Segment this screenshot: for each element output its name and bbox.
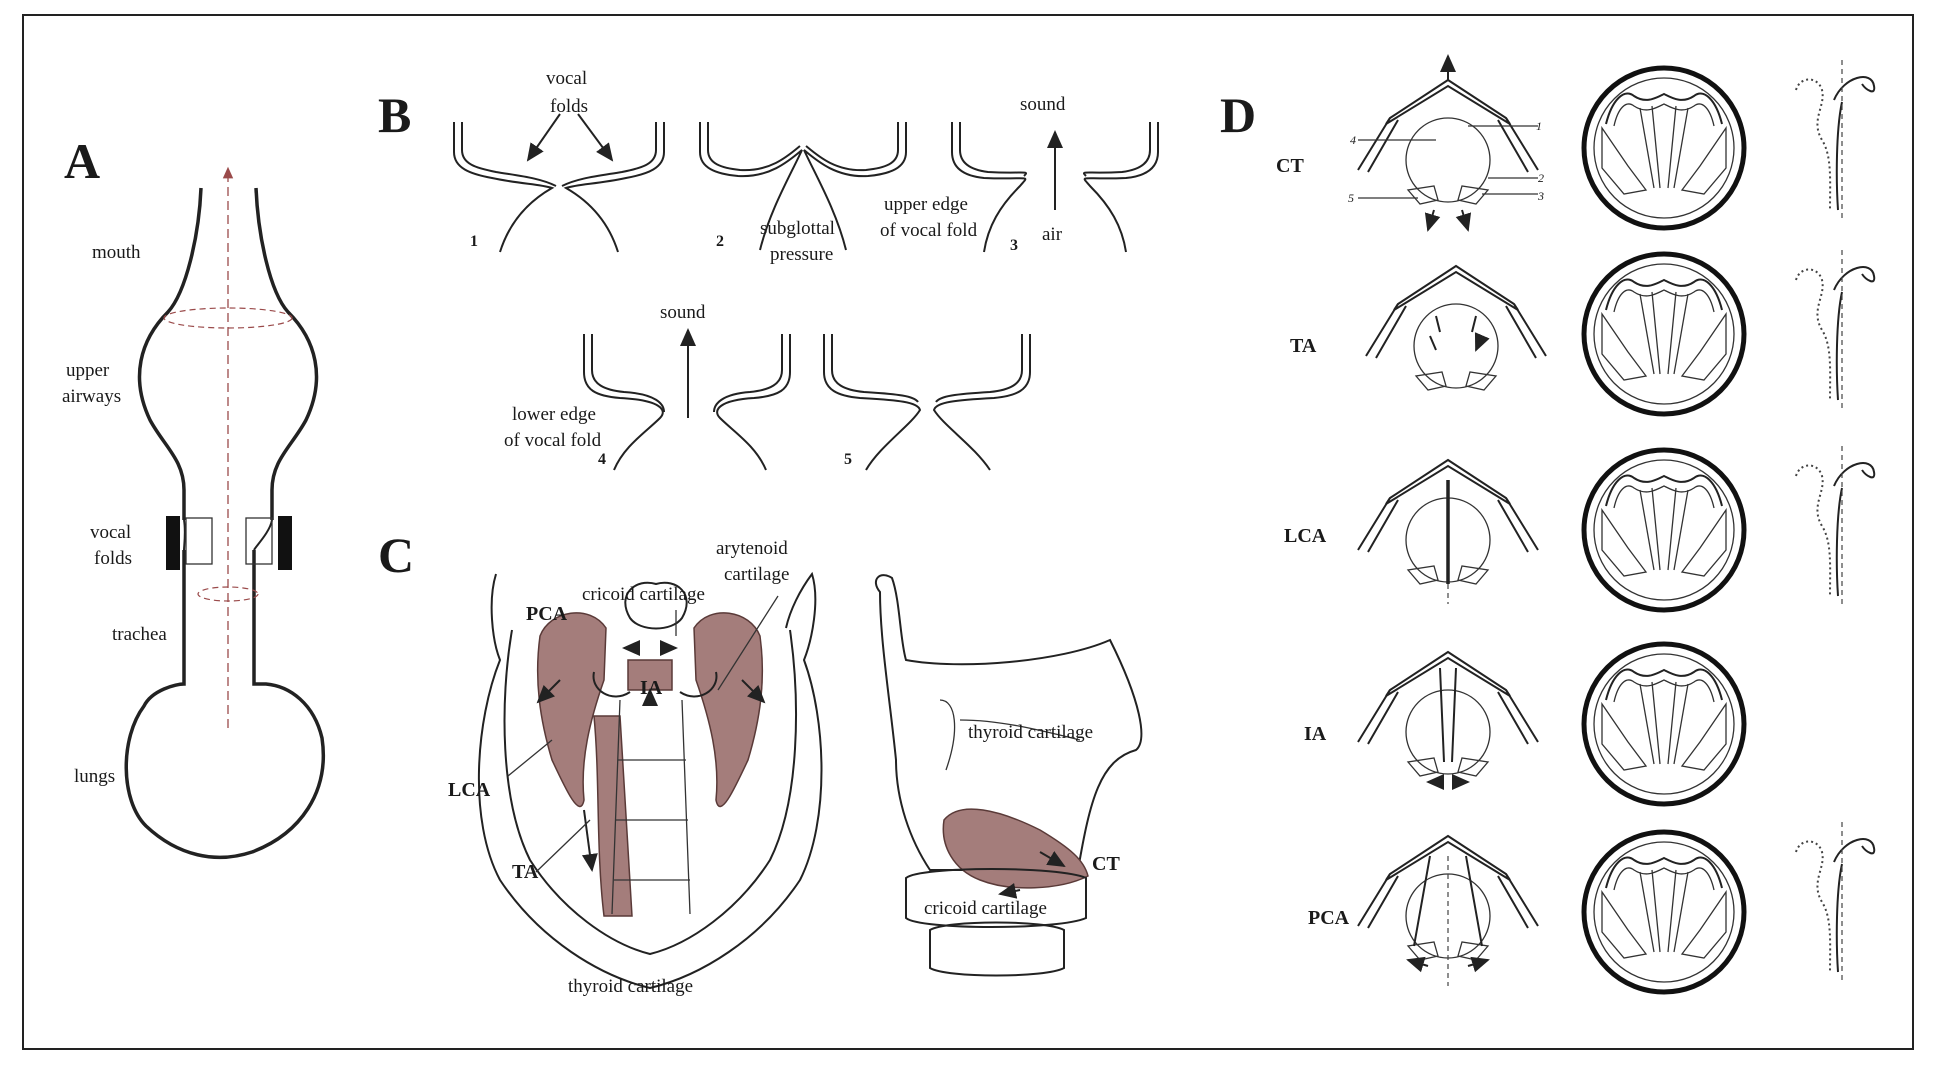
label-pca: PCA [526,603,568,625]
phase-3-diagram [951,122,1159,253]
phase-2-diagram [699,122,907,251]
panel-d-letter: D [1220,87,1256,143]
d-pca-cartilage [1357,835,1539,986]
d-label-lca: LCA [1284,525,1327,547]
d-ct-callout-1: 1 [1536,119,1542,133]
label-sound-top: sound [1020,94,1066,115]
vocal-fold-block-right [278,516,292,570]
vocal-fold-block-left [166,516,180,570]
d-ct-callout-2: 2 [1538,171,1544,185]
label-sound-bottom: sound [660,302,706,323]
panel-a: A mouth upper airways vocal folds trache… [62,133,325,860]
d-lca-glottis [1584,450,1744,610]
step-5: 5 [844,451,852,468]
d-row-ta: TA [1290,249,1876,414]
d-label-ia: IA [1304,723,1327,745]
pca-muscle [536,612,607,808]
d-ct-glottis [1584,68,1744,228]
trachea-ring-lateral [929,921,1065,977]
airway-outline-right [254,187,319,520]
d-row-pca: PCA [1308,821,1876,992]
d-ct-callout-5: 5 [1348,191,1354,205]
larynx-lateral-view [874,574,1143,977]
label-thyroid-bottom: thyroid cartilage [568,976,693,997]
larynx-posterior-view [477,571,823,990]
d-ta-cartilage [1365,265,1547,391]
label-lca: LCA [448,779,491,801]
d-row-lca: LCA [1284,445,1876,610]
d-ia-glottis [1584,644,1744,804]
d-ct-profile [1795,59,1876,221]
label-cricoid-top: cricoid cartilage [582,584,705,605]
d-ta-profile [1795,249,1876,411]
phase-5-diagram [823,334,1031,471]
vocal-fold-tissue-left [185,517,213,565]
d-pca-glottis [1584,832,1744,992]
label-lower-edge-1: lower edge [512,404,596,425]
arytenoid-cartilages [592,671,718,698]
label-cricoid-side: cricoid cartilage [924,898,1047,919]
vocal-fold-tissue-right [245,517,273,565]
glottis-narrowing [183,519,273,551]
step-4: 4 [598,451,606,468]
label-b-folds: folds [550,96,588,117]
label-upper-airways-1: upper [66,360,110,381]
label-arytenoid: arytenoid [716,538,788,559]
step-3: 3 [1010,237,1018,254]
step-1: 1 [470,233,478,250]
label-upper-edge-1: upper edge [884,194,968,215]
d-lca-profile [1795,445,1876,607]
label-pressure: pressure [770,244,833,265]
label-ia: IA [640,677,663,699]
panel-a-letter: A [64,133,100,189]
panel-b: B vocal folds 1 2 subglottal pressure [378,68,1159,471]
d-row-ia: IA [1304,644,1744,804]
label-b-vocal: vocal [546,68,587,89]
label-mouth: mouth [92,242,141,263]
d-ia-cartilage [1357,651,1539,790]
d-label-pca: PCA [1308,907,1350,929]
cricoid-ring [624,581,688,630]
phase-4-diagram [583,328,791,471]
panel-b-letter: B [378,87,411,143]
label-ta: TA [512,861,539,883]
d-ct-cartilage [1357,54,1539,232]
panel-c: C aryten [378,527,1143,997]
ct-muscle [942,808,1089,889]
figure-frame [22,14,1914,1050]
d-label-ta: TA [1290,335,1317,357]
cricoid-lateral [905,868,1087,928]
label-lower-edge-2: of vocal fold [504,430,602,451]
d-lca-cartilage [1357,459,1539,604]
label-arytenoid-cartilage: cartilage [724,564,789,585]
label-lungs: lungs [74,766,115,787]
label-vocal-folds-1: vocal [90,522,131,543]
panel-c-letter: C [378,527,414,583]
label-upper-airways-2: airways [62,386,121,407]
d-row-ct: CT 1 2 3 4 5 [1276,54,1876,232]
step-2: 2 [716,233,724,250]
d-ct-callout-3: 3 [1537,189,1544,203]
d-pca-profile [1795,821,1876,983]
label-subglottal: subglottal [760,218,835,239]
lca-muscle-right [693,612,764,808]
upper-airway-cross-section [163,307,293,329]
d-ta-glottis [1584,254,1744,414]
label-ct: CT [1092,853,1120,875]
phase-1-diagram [453,113,665,253]
d-ct-callout-4: 4 [1350,133,1356,147]
ia-muscle [627,659,673,691]
ta-muscle [593,715,633,917]
label-vocal-folds-2: folds [94,548,132,569]
label-upper-edge-2: of vocal fold [880,220,978,241]
panel-d: D CT 1 2 3 4 5 [1220,54,1876,992]
airway-outline-left [124,187,325,860]
label-thyroid-side: thyroid cartilage [968,722,1093,743]
label-trachea: trachea [112,624,167,645]
label-air: air [1042,224,1063,245]
d-label-ct: CT [1276,155,1304,177]
vocal-ligaments [611,699,691,915]
